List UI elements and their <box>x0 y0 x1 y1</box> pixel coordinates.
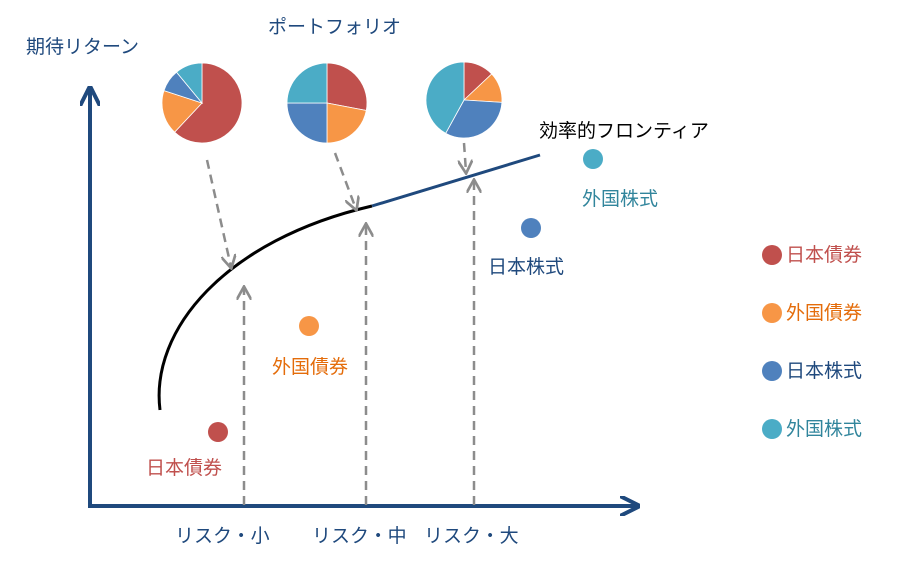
asset-point-foreign-bonds <box>299 316 319 336</box>
portfolio-title: ポートフォリオ <box>268 16 402 38</box>
pie-large-arrow <box>464 142 466 172</box>
legend-item-foreign-stocks: 外国株式 <box>762 400 862 458</box>
legend-label: 外国債券 <box>786 301 863 324</box>
asset-label-foreign-stocks: 外国株式 <box>582 188 659 210</box>
pie-slice-japan-bonds <box>174 62 243 144</box>
x-tick-risk-small: リスク・小 <box>175 525 270 547</box>
pie-slice-foreign-stocks <box>286 62 328 104</box>
pie-slice-foreign-stocks <box>425 61 465 134</box>
portfolio-pie-small <box>161 62 243 144</box>
legend-dot-foreign-stocks <box>762 419 782 439</box>
legend-label: 外国株式 <box>786 417 863 440</box>
legend-dot-japan-stocks <box>762 361 782 381</box>
pie-slice-foreign-stocks <box>175 62 203 105</box>
pie-slice-japan-stocks <box>445 99 503 139</box>
pie-slice-foreign-bonds <box>161 90 203 133</box>
legend-label: 日本債券 <box>786 243 863 266</box>
legend: 日本債券 外国債券 日本株式 外国株式 <box>762 226 862 458</box>
frontier-curve-blue <box>371 153 541 208</box>
legend-label: 日本株式 <box>786 359 863 382</box>
x-tick-risk-mid: リスク・中 <box>312 525 407 547</box>
portfolio-pie-large <box>425 61 503 139</box>
asset-label-foreign-bonds: 外国債券 <box>272 356 349 378</box>
frontier-label: 効率的フロンティア <box>539 120 709 142</box>
pie-slice-japan-stocks <box>286 102 328 144</box>
legend-dot-foreign-bonds <box>762 303 782 323</box>
pie-slice-japan-bonds <box>326 62 368 111</box>
pie-mid-arrow <box>333 152 356 209</box>
asset-label-japan-stocks: 日本株式 <box>488 256 565 278</box>
pie-slice-foreign-bonds <box>326 102 367 144</box>
pie-small-arrow <box>205 159 231 267</box>
y-axis-label: 期待リターン <box>26 36 140 58</box>
asset-point-japan-bonds <box>208 422 228 442</box>
asset-label-japan-bonds: 日本債券 <box>146 457 223 479</box>
legend-dot-japan-bonds <box>762 245 782 265</box>
asset-point-foreign-stocks <box>583 149 603 169</box>
portfolio-pie-mid <box>286 62 368 144</box>
legend-item-japan-bonds: 日本債券 <box>762 226 862 284</box>
legend-item-foreign-bonds: 外国債券 <box>762 284 862 342</box>
asset-point-japan-stocks <box>521 218 541 238</box>
frontier-curve-black <box>157 204 373 411</box>
legend-item-japan-stocks: 日本株式 <box>762 342 862 400</box>
x-tick-risk-large: リスク・大 <box>424 525 519 547</box>
